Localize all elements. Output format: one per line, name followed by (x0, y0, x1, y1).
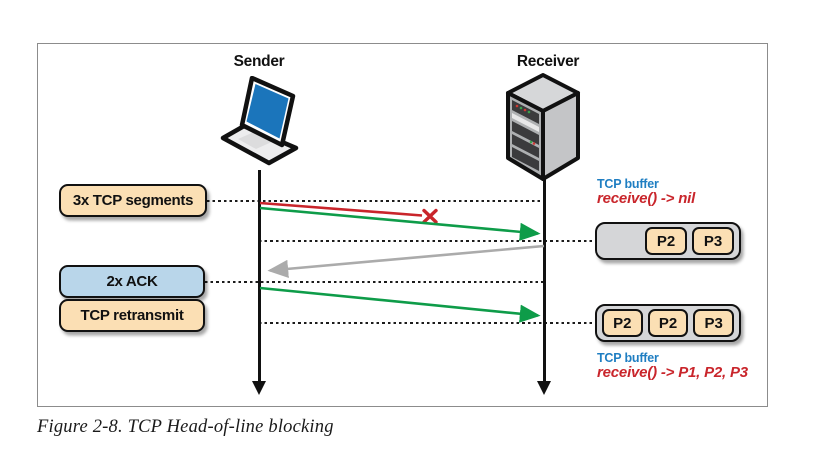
figure-frame: Sender Receiver (37, 43, 768, 407)
delivered-segments-arrow (259, 206, 541, 241)
server-icon (506, 73, 580, 181)
buffer1-receive-call: receive() -> nil (597, 190, 696, 207)
buffer1-title: TCP buffer (597, 177, 659, 191)
dotted-connector-buffer2 (259, 321, 597, 325)
laptop-icon (220, 76, 299, 166)
buffer1-box: P2 P3 (595, 222, 741, 260)
lost-segment-arrow (259, 201, 423, 217)
packet-label: P2 (658, 314, 678, 332)
packet-box: P2 (647, 309, 689, 337)
dotted-connector-segments (207, 199, 544, 203)
receiver-timeline-arrowhead-icon (537, 381, 551, 395)
event-box-retransmit-label: TCP retransmit (80, 307, 184, 324)
event-box-segments-label: 3x TCP segments (72, 192, 194, 209)
event-box-segments: 3x TCP segments (59, 184, 207, 217)
packet-loss-x-icon (422, 208, 438, 224)
receiver-label: Receiver (516, 53, 580, 70)
event-box-ack-label: 2x ACK (106, 273, 158, 290)
packet-label: P2 (656, 232, 676, 250)
sender-timeline (257, 170, 261, 382)
buffer2-receive-call: receive() -> P1, P2, P3 (597, 364, 748, 381)
event-box-retransmit: TCP retransmit (59, 299, 205, 332)
buffer2-title: TCP buffer (597, 351, 659, 365)
receiver-timeline (542, 179, 546, 382)
dotted-connector-buffer1 (259, 239, 597, 243)
buffer2-box: P2 P2 P3 (595, 304, 741, 342)
sender-timeline-arrowhead-icon (252, 381, 266, 395)
packet-label: P2 (613, 314, 632, 332)
packet-label: P3 (703, 232, 723, 250)
figure-caption: Figure 2-8. TCP Head-of-line blocking (37, 417, 334, 437)
packet-box: P3 (692, 227, 734, 255)
packet-label: P3 (704, 314, 723, 332)
packet-box: P2 (645, 227, 687, 255)
ack-arrow (267, 244, 545, 278)
dotted-connector-ack (205, 280, 544, 284)
packet-box: P3 (693, 309, 735, 337)
event-box-ack: 2x ACK (59, 265, 205, 298)
packet-box: P2 (602, 309, 643, 337)
retransmit-arrow (259, 286, 541, 323)
sender-label: Sender (233, 53, 285, 70)
